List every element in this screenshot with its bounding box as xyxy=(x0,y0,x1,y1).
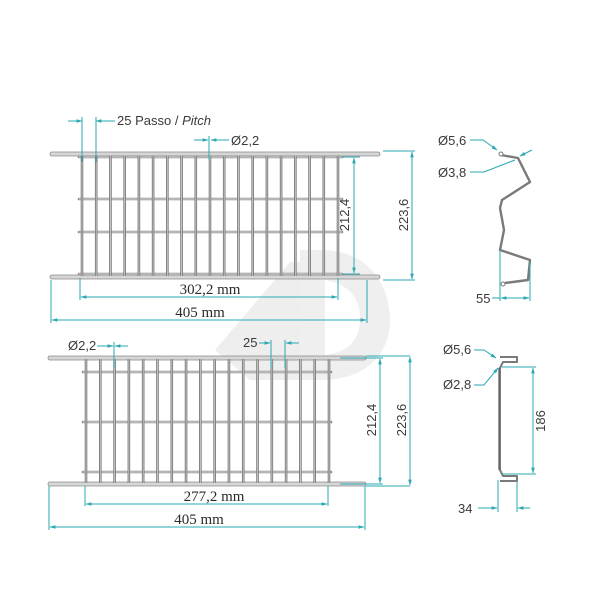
bottom-inner-width-label: 277,2 mm xyxy=(184,489,245,505)
top-profile-wire xyxy=(498,153,532,285)
bottom-vertical-wires xyxy=(84,359,331,483)
bottom-outer-width-label: 405 mm xyxy=(174,512,224,528)
top-dimension-labels: 25 Passo / Pitch Ø2,2 212,4 223,6 302,2 … xyxy=(117,113,411,321)
top-outer-height-label: 223,6 xyxy=(396,199,411,232)
bottom-profile-height-label: 186 xyxy=(533,410,548,432)
bottom-profile-section: Ø5,6 Ø2,8 186 34 xyxy=(443,342,548,516)
top-rail-lower xyxy=(49,274,381,280)
top-wire-diameter-label: Ø2,2 xyxy=(231,133,259,148)
bottom-profile-wire xyxy=(499,356,518,482)
bottom-wire-diameter-label: Ø2,2 xyxy=(68,338,96,353)
top-pitch-label: 25 Passo / Pitch xyxy=(117,113,211,128)
top-profile-inner-diameter-label: Ø3,8 xyxy=(438,165,466,180)
bottom-inner-height-label: 212,4 xyxy=(364,404,379,437)
bottom-profile-depth-label: 34 xyxy=(458,501,472,516)
bottom-grid-view xyxy=(47,355,367,487)
top-inner-width-label: 302,2 mm xyxy=(180,282,241,298)
top-dimensions xyxy=(50,117,415,323)
watermark-logo xyxy=(215,250,390,380)
bottom-outer-height-label: 223,6 xyxy=(394,404,409,437)
bottom-rail-lower xyxy=(47,481,367,487)
bottom-profile-inner-diameter-label: Ø2,8 xyxy=(443,377,471,392)
top-profile-depth-label: 55 xyxy=(476,291,490,306)
top-vertical-wires xyxy=(80,156,340,276)
top-grid-view xyxy=(49,151,381,280)
bottom-pitch-label: 25 xyxy=(243,335,257,350)
bottom-dimension-labels: Ø2,2 25 212,4 223,6 277,2 mm 405 mm xyxy=(68,335,409,528)
top-inner-height-label: 212,4 xyxy=(337,199,352,232)
top-outer-width-label: 405 mm xyxy=(175,305,225,321)
top-profile-section: Ø5,6 Ø3,8 55 xyxy=(438,133,533,306)
top-profile-outer-diameter-label: Ø5,6 xyxy=(438,133,466,148)
bottom-rail-upper xyxy=(47,355,367,361)
bottom-profile-outer-diameter-label: Ø5,6 xyxy=(443,342,471,357)
top-rail-upper xyxy=(49,151,381,157)
bottom-dimensions xyxy=(48,340,412,530)
